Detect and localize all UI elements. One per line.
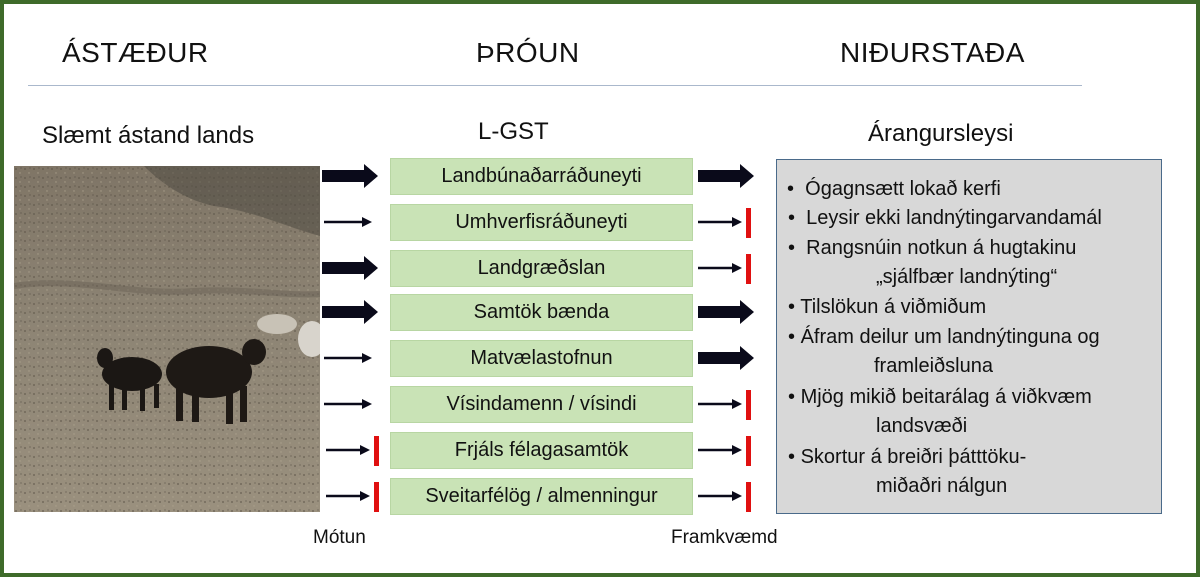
footer-formulation: Mótun bbox=[313, 527, 366, 548]
actor-box: Frjáls félagasamtök bbox=[390, 432, 693, 469]
output-arrow-blocked-head bbox=[732, 491, 742, 501]
bullet-icon: • bbox=[788, 296, 796, 318]
header-development: ÞRÓUN bbox=[476, 37, 580, 68]
outcome-item: • Áfram deilur um landnýtinguna og bbox=[788, 326, 1100, 348]
bullet-icon: • bbox=[787, 178, 795, 200]
bullet-icon: • bbox=[788, 326, 796, 348]
subheader-lgst: L-GST bbox=[478, 118, 549, 145]
arrow-layer bbox=[322, 164, 754, 512]
output-arrow-blocked-block-bar bbox=[746, 208, 751, 238]
output-arrow-blocked-block-bar bbox=[746, 482, 751, 512]
output-arrow-blocked-block-bar bbox=[746, 390, 751, 420]
input-arrow-thick bbox=[322, 164, 378, 188]
input-arrow-blocked-head bbox=[360, 445, 370, 455]
outcome-item-continued: framleiðsluna bbox=[874, 355, 993, 377]
input-arrow-blocked-head bbox=[360, 491, 370, 501]
actor-box: Umhverfisráðuneyti bbox=[390, 204, 693, 241]
input-arrow-blocked-block-bar bbox=[374, 482, 379, 512]
outcome-item: • Mjög mikið beitarálag á viðkvæm bbox=[788, 386, 1092, 408]
outcome-item: • Leysir ekki landnýtingarvandamál bbox=[788, 207, 1102, 229]
bullet-icon: • bbox=[788, 386, 796, 408]
output-arrow-blocked-block-bar bbox=[746, 436, 751, 466]
input-arrow-head bbox=[362, 399, 372, 409]
sheep-large-icon bbox=[166, 339, 266, 424]
actor-box: Vísindamenn / vísindi bbox=[390, 386, 693, 423]
actor-box: Sveitarfélög / almenningur bbox=[390, 478, 693, 515]
bullet-icon: • bbox=[788, 207, 796, 229]
outcome-item-continued: miðaðri nálgun bbox=[876, 475, 1008, 497]
outcome-item: • Skortur á breiðri þátttöku- bbox=[788, 446, 1027, 468]
input-arrow-blocked-block-bar bbox=[374, 436, 379, 466]
output-arrow-blocked-head bbox=[732, 399, 742, 409]
output-arrow-blocked-head bbox=[732, 263, 742, 273]
input-arrow-head bbox=[362, 353, 372, 363]
actor-box: Samtök bænda bbox=[390, 294, 693, 331]
outcome-item-continued: landsvæði bbox=[876, 415, 968, 437]
output-arrow-blocked-block-bar bbox=[746, 254, 751, 284]
header-result: NIÐURSTAÐA bbox=[840, 37, 1025, 68]
input-arrow-thick bbox=[322, 256, 378, 280]
output-arrow-blocked-head bbox=[732, 445, 742, 455]
header-divider bbox=[28, 85, 1082, 86]
header-causes: ÁSTÆÐUR bbox=[62, 37, 209, 68]
bullet-icon: • bbox=[788, 237, 796, 259]
subheader-land-condition: Slæmt ástand lands bbox=[42, 122, 255, 149]
outcome-item: • Ógagnsætt lokað kerfi bbox=[787, 178, 1001, 200]
footer-implementation: Framkvæmd bbox=[671, 527, 778, 548]
outcome-item-continued: „sjálfbær landnýting“ bbox=[876, 266, 1058, 288]
outcome-panel bbox=[776, 159, 1162, 514]
output-arrow-thick bbox=[698, 346, 754, 370]
input-arrow-thick bbox=[322, 300, 378, 324]
sheep-photo bbox=[14, 166, 320, 512]
output-arrow-thick bbox=[698, 300, 754, 324]
actor-box: Landbúnaðarráðuneyti bbox=[390, 158, 693, 195]
actor-box: Landgræðslan bbox=[390, 250, 693, 287]
output-arrow-thick bbox=[698, 164, 754, 188]
outcome-item: • Tilslökun á viðmiðum bbox=[788, 296, 987, 318]
output-arrow-blocked-head bbox=[732, 217, 742, 227]
actor-box: Matvælastofnun bbox=[390, 340, 693, 377]
input-arrow-head bbox=[362, 217, 372, 227]
outcome-item: • Rangsnúin notkun á hugtakinu bbox=[788, 237, 1077, 259]
subheader-ineffectiveness: Árangursleysi bbox=[868, 120, 1014, 147]
bullet-icon: • bbox=[788, 446, 796, 468]
sheep-small-icon bbox=[97, 348, 162, 411]
